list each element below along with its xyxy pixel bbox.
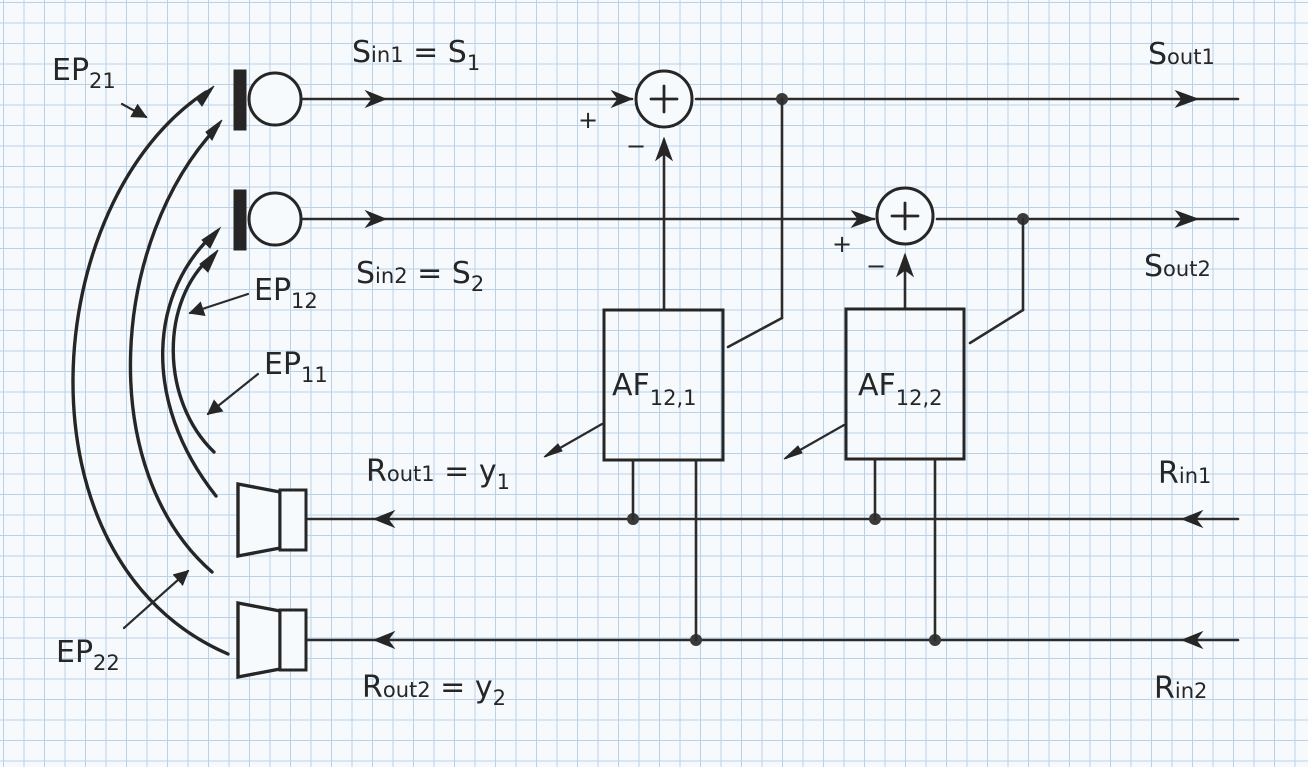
ep11-label: EP11 <box>264 347 328 387</box>
summer-2-minus-sign: − <box>866 252 886 280</box>
r-in1-label: Rin1 <box>1158 456 1211 491</box>
r-out2-label: Rout2 = y2 <box>362 670 506 710</box>
summer-2 <box>875 186 935 310</box>
r-out1-label: Rout1 = y1 <box>366 454 510 494</box>
echo-path-pointers <box>120 102 260 630</box>
receive-path-2 <box>306 457 1240 650</box>
microphone-2-icon <box>233 189 303 251</box>
af-12-2-label: AF12,2 <box>858 368 943 410</box>
send-path-2 <box>300 209 1240 345</box>
s-in1-label: Sin1 = S1 <box>352 35 480 75</box>
ep21-label: EP21 <box>52 53 116 93</box>
af-12-1-label: AF12,1 <box>612 368 697 410</box>
adaptive-filter-2 <box>783 307 966 461</box>
ep12-label: EP12 <box>254 273 318 313</box>
microphone-1-icon <box>233 69 303 131</box>
s-in2-label: Sin2 = S2 <box>356 256 484 296</box>
summer-1-plus-sign: + <box>578 106 598 134</box>
echo-path-curves <box>71 85 230 656</box>
summer-1-minus-sign: − <box>626 132 646 160</box>
s-out2-label: Sout2 <box>1144 249 1211 284</box>
loudspeaker-2-icon <box>236 600 308 680</box>
loudspeaker-1-icon <box>236 481 308 559</box>
summer-2-plus-sign: + <box>832 230 852 258</box>
r-in2-label: Rin2 <box>1154 671 1207 706</box>
s-out1-label: Sout1 <box>1148 37 1215 72</box>
receive-path-1 <box>306 457 1240 529</box>
send-path-1 <box>300 89 1240 349</box>
adaptive-filter-1 <box>543 308 725 462</box>
ep22-label: EP22 <box>56 635 120 675</box>
summer-1 <box>634 69 694 310</box>
